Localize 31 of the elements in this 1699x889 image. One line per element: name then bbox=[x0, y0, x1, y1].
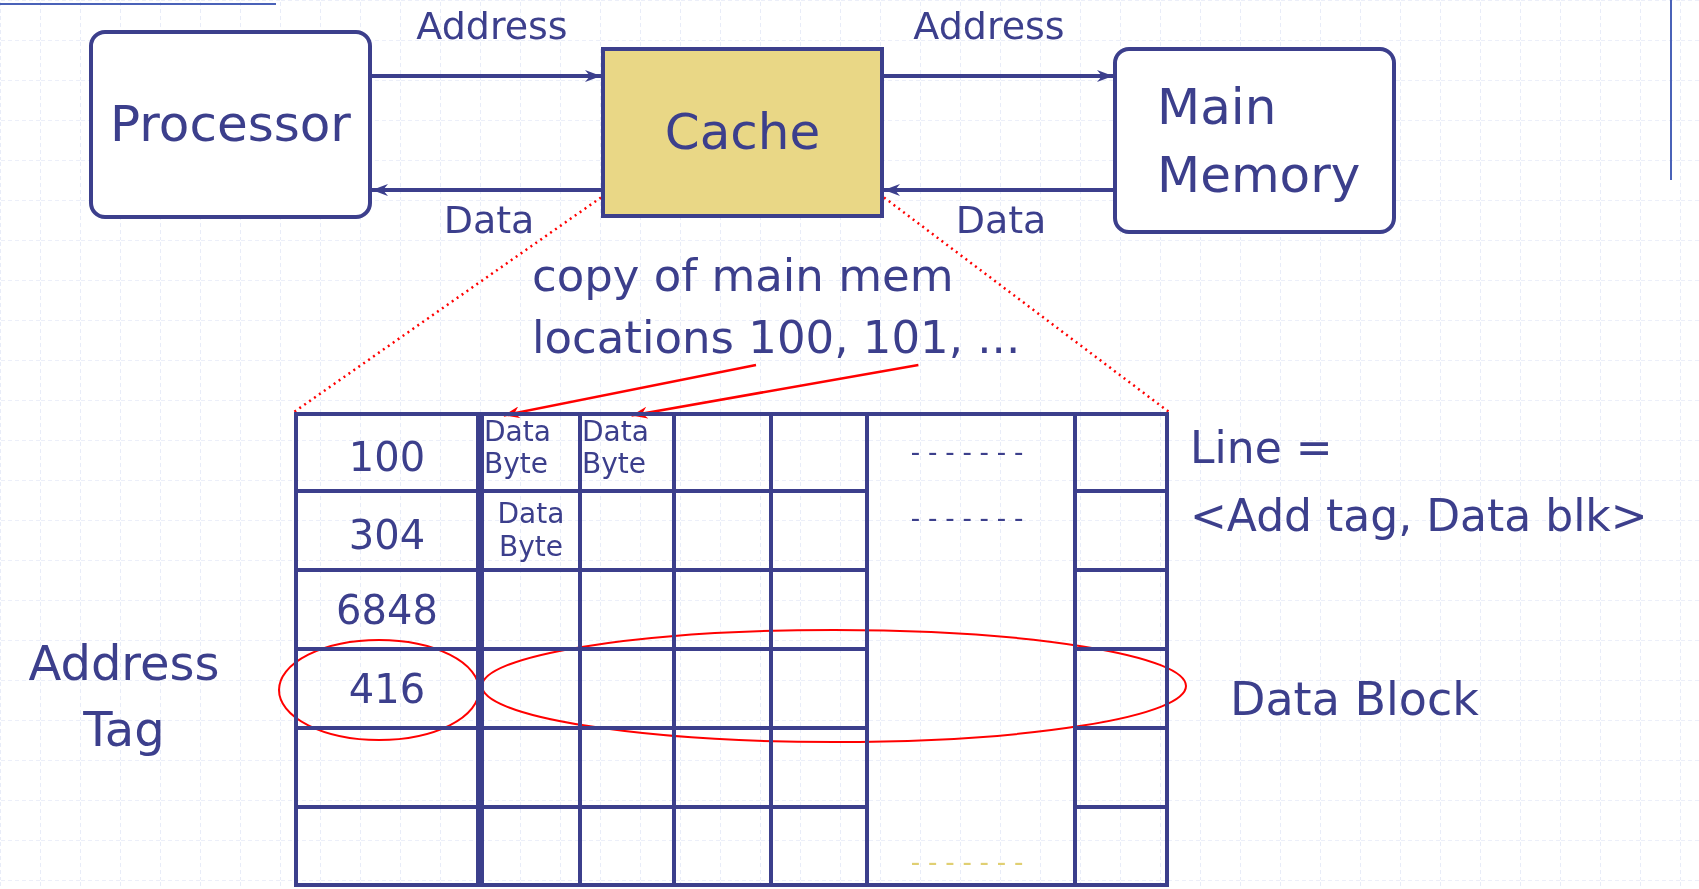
memory-box: Main Memory bbox=[1113, 47, 1396, 234]
arrow bbox=[884, 70, 1113, 82]
cache-table bbox=[294, 412, 1169, 887]
dashed-text: ------- bbox=[910, 502, 1032, 535]
definition-text: Line = bbox=[1190, 421, 1333, 475]
leader-arrow bbox=[503, 363, 757, 419]
table-cell: Data Byte bbox=[582, 416, 672, 489]
address-tag-text: 6848 bbox=[336, 585, 438, 635]
cell-text: Data Byte bbox=[496, 498, 566, 563]
edge-label: Data bbox=[443, 198, 535, 242]
dashed-text: ------- bbox=[910, 436, 1032, 469]
arrow bbox=[372, 184, 601, 197]
process-box: Processor bbox=[89, 30, 372, 219]
callout-text: Address Tag bbox=[27, 634, 221, 759]
address-tag-text: 416 bbox=[348, 664, 426, 714]
callout-text: Data Block bbox=[1230, 671, 1480, 728]
address-tag-text: 304 bbox=[348, 510, 426, 560]
leader-arrow bbox=[631, 363, 919, 419]
dashed-text: ------- bbox=[910, 845, 1032, 879]
definition-text: <Add tag, Data blk> bbox=[1190, 489, 1648, 543]
edge-label: Data bbox=[955, 198, 1047, 242]
arrow bbox=[372, 70, 601, 83]
zoom-line bbox=[883, 196, 1170, 413]
arrow bbox=[884, 183, 1113, 196]
cache-box: Cache bbox=[601, 47, 884, 218]
table-cell: Data Byte bbox=[484, 416, 578, 489]
annotation-text: copy of main mem locations 100, 101, ... bbox=[532, 245, 1092, 365]
address-tag-text: 100 bbox=[348, 432, 426, 482]
zoom-line bbox=[293, 196, 602, 414]
edge-label: Address bbox=[913, 4, 1065, 48]
edge-label: Address bbox=[416, 4, 568, 48]
